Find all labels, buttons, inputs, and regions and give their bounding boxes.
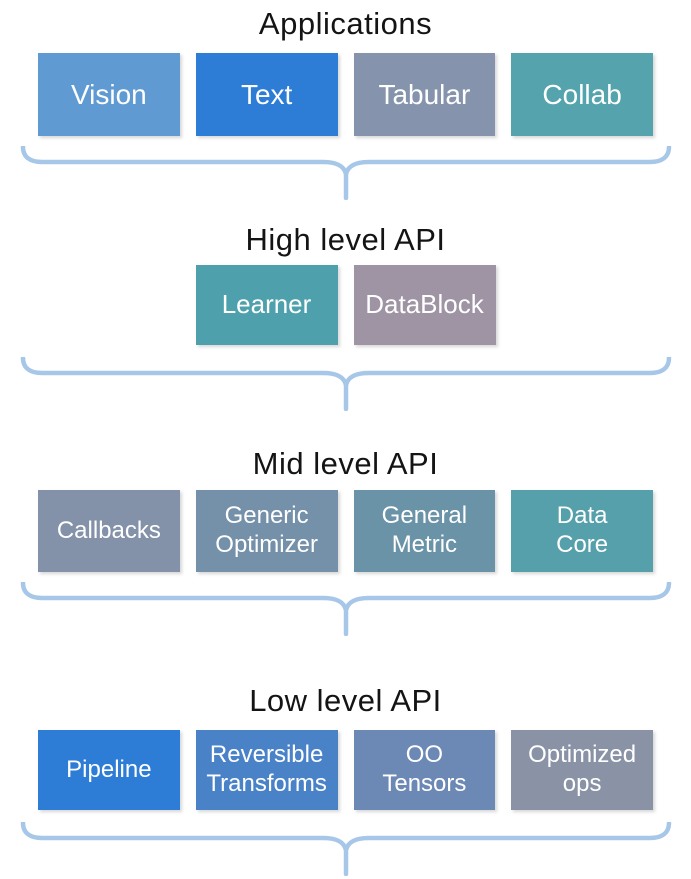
- box-label: General Metric: [381, 502, 468, 558]
- section-title-high-level-api: High level API: [245, 222, 446, 257]
- box-datablock: DataBlock: [353, 265, 496, 345]
- section-high-level-api: High level API Learner DataBlock: [0, 220, 691, 411]
- box-vision: Vision: [38, 53, 180, 136]
- section-title-mid-level-api: Mid level API: [252, 446, 439, 481]
- curly-brace-down-icon: [20, 146, 671, 200]
- curly-brace-down-icon: [20, 357, 671, 411]
- section-mid-level-api: Mid level API Callbacks Generic Optimize…: [0, 444, 691, 636]
- brace-high-level: [0, 357, 691, 411]
- curly-brace-down-icon: [20, 582, 671, 636]
- box-general-metric: General Metric: [353, 490, 496, 572]
- box-label: Data Core: [556, 502, 609, 558]
- box-data-core: Data Core: [511, 490, 653, 572]
- box-label: Reversible Transforms: [206, 741, 327, 797]
- box-label: Tabular: [378, 78, 471, 110]
- box-pipeline: Pipeline: [38, 730, 180, 810]
- box-reversible-transforms: Reversible Transforms: [195, 730, 338, 810]
- box-generic-optimizer: Generic Optimizer: [195, 490, 338, 572]
- box-optimized-ops: Optimized ops: [511, 730, 653, 810]
- curly-brace-down-icon: [20, 822, 671, 876]
- box-callbacks: Callbacks: [38, 490, 180, 572]
- box-label: Callbacks: [56, 516, 161, 544]
- section-low-level-api: Low level API Pipeline Reversible Transf…: [0, 681, 691, 876]
- box-label: Generic Optimizer: [215, 502, 318, 558]
- section-applications: Applications Vision Text Tabular Collab: [0, 4, 691, 200]
- box-row-applications: Vision Text Tabular Collab: [0, 53, 691, 136]
- box-label: Collab: [542, 78, 622, 110]
- box-text: Text: [195, 53, 338, 136]
- box-tabular: Tabular: [353, 53, 496, 136]
- box-collab: Collab: [511, 53, 653, 136]
- brace-low-level: [0, 822, 691, 876]
- box-label: Vision: [70, 78, 147, 110]
- box-row-high-level: Learner DataBlock: [0, 265, 691, 345]
- box-row-mid-level: Callbacks Generic Optimizer General Metr…: [0, 490, 691, 572]
- box-label: OO Tensors: [382, 741, 467, 797]
- box-row-low-level: Pipeline Reversible Transforms OO Tensor…: [0, 730, 691, 810]
- box-label: Optimized ops: [528, 741, 637, 797]
- section-title-applications: Applications: [258, 6, 433, 41]
- brace-applications: [0, 146, 691, 200]
- brace-mid-level: [0, 582, 691, 636]
- box-oo-tensors: OO Tensors: [353, 730, 496, 810]
- box-label: Learner: [221, 289, 312, 320]
- box-label: DataBlock: [365, 289, 484, 320]
- box-label: Pipeline: [66, 755, 152, 783]
- box-label: Text: [240, 78, 293, 110]
- box-learner: Learner: [195, 265, 338, 345]
- section-title-low-level-api: Low level API: [249, 683, 442, 718]
